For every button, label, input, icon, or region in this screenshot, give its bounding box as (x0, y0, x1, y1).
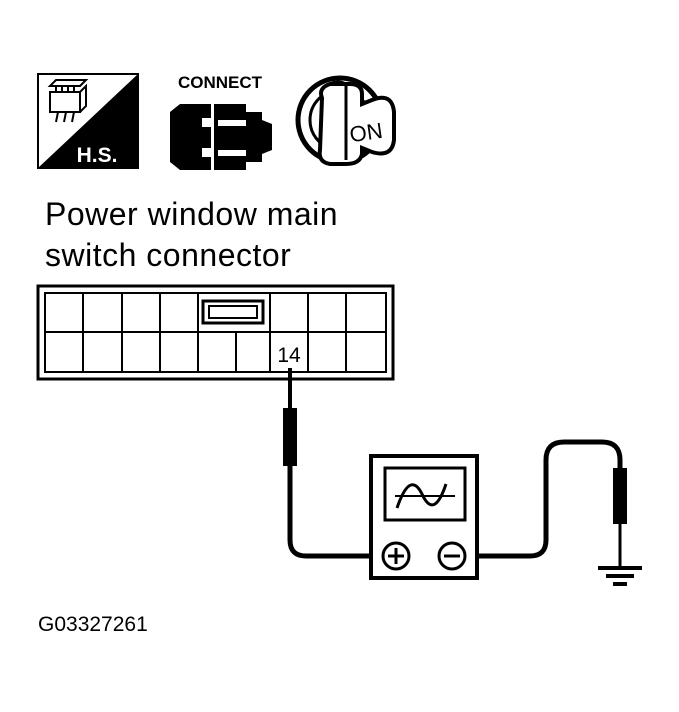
plus-terminal-icon (381, 541, 411, 571)
probe-lead (283, 368, 372, 559)
oscilloscope-icon (369, 454, 479, 580)
figure-id: G03327261 (38, 613, 148, 636)
harness-side-icon: H.S. (37, 73, 139, 169)
ground-symbol-icon (598, 566, 642, 586)
terminal-14-label: 14 (277, 344, 301, 367)
ignition-on-label: ON (348, 118, 384, 147)
ground-lead (477, 439, 627, 568)
ignition-key-icon: ON (295, 75, 396, 166)
connector-title-line-1: Power window main (45, 196, 339, 232)
connect-icon: CONNECT (170, 73, 272, 170)
connector-block: 14 (36, 284, 395, 381)
connector-title-line-2: switch connector (45, 237, 292, 273)
connect-label: CONNECT (178, 73, 263, 92)
harness-side-label: H.S. (77, 144, 118, 167)
minus-terminal-icon (437, 541, 467, 571)
